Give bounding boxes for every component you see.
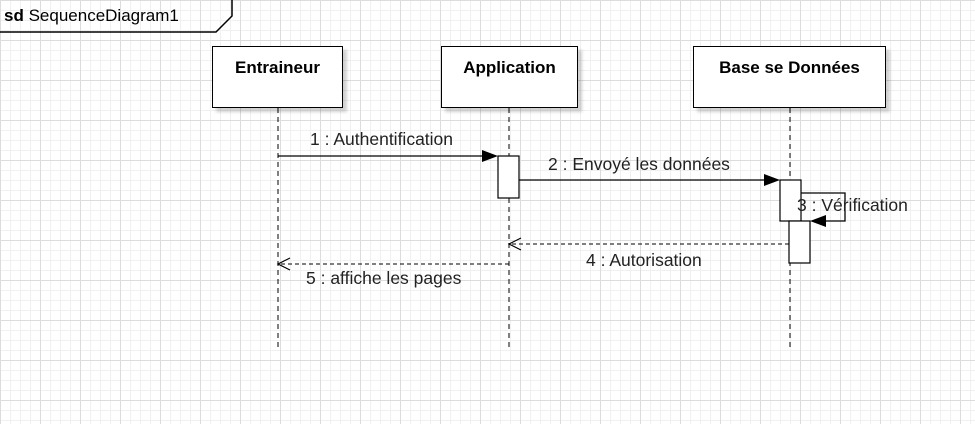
participant-entraineur[interactable]: Entraineur	[212, 46, 343, 108]
participant-application[interactable]: Application	[441, 46, 578, 108]
message-3-arrowhead	[810, 215, 826, 227]
frame-label-tab	[0, 0, 233, 33]
message-2-label: 2 : Envoyé les données	[548, 154, 730, 174]
message-5-arrowhead	[276, 257, 291, 271]
message-2-arrowhead	[764, 174, 780, 186]
frame-keyword: sd	[4, 6, 24, 25]
message-4-arrowhead	[507, 237, 522, 251]
activation-application	[497, 155, 520, 199]
participant-base-de-donnees[interactable]: Base se Données	[693, 46, 886, 108]
message-1-arrowhead	[482, 150, 498, 162]
frame-name: SequenceDiagram1	[28, 6, 179, 25]
message-5-label: 5 : affiche les pages	[306, 268, 462, 288]
message-1-label: 1 : Authentification	[310, 129, 454, 149]
frame-label: sd SequenceDiagram1	[0, 0, 179, 32]
message-3-line	[801, 192, 846, 222]
message-4-label: 4 : Autorisation	[586, 250, 702, 270]
message-3-label: 3 : Vérification	[797, 195, 908, 215]
activation-base-de-donnees-self	[788, 220, 811, 264]
